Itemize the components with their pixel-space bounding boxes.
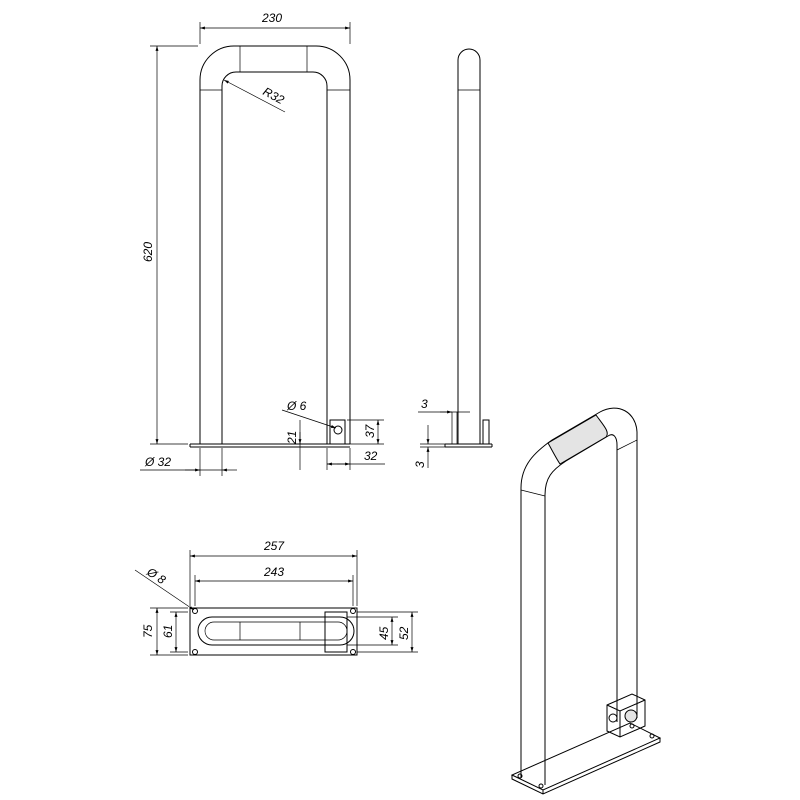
side-view (444, 48, 493, 448)
plan-view (189, 607, 358, 656)
dim-r32: R32 (261, 84, 287, 107)
dim-230: 230 (261, 11, 282, 25)
dim-21: 21 (285, 431, 299, 445)
dim-37: 37 (363, 423, 377, 438)
dim-620: 620 (141, 242, 155, 262)
dim-side-3-bottom: 3 (413, 461, 427, 468)
dim-32-right: 32 (364, 449, 378, 463)
dim-side-3-top: 3 (421, 397, 428, 411)
dim-257: 257 (263, 539, 285, 553)
dim-tube-diameter: Ø 32 (144, 455, 171, 469)
dim-hole-6: Ø 6 (286, 399, 307, 413)
dim-243: 243 (263, 565, 284, 579)
front-view-dimensions: 230 620 R32 Ø 32 Ø 6 21 37 32 (140, 11, 385, 476)
dim-hole-8: Ø 8 (144, 564, 169, 587)
dim-61: 61 (161, 625, 175, 638)
dim-75: 75 (141, 624, 155, 638)
front-view (189, 45, 351, 448)
dim-52: 52 (397, 626, 411, 640)
side-view-dimensions: 3 3 (413, 397, 470, 468)
dim-45: 45 (377, 626, 391, 640)
plan-view-dimensions: 257 243 Ø 8 75 61 45 52 (134, 539, 418, 656)
isometric-view (510, 407, 662, 795)
